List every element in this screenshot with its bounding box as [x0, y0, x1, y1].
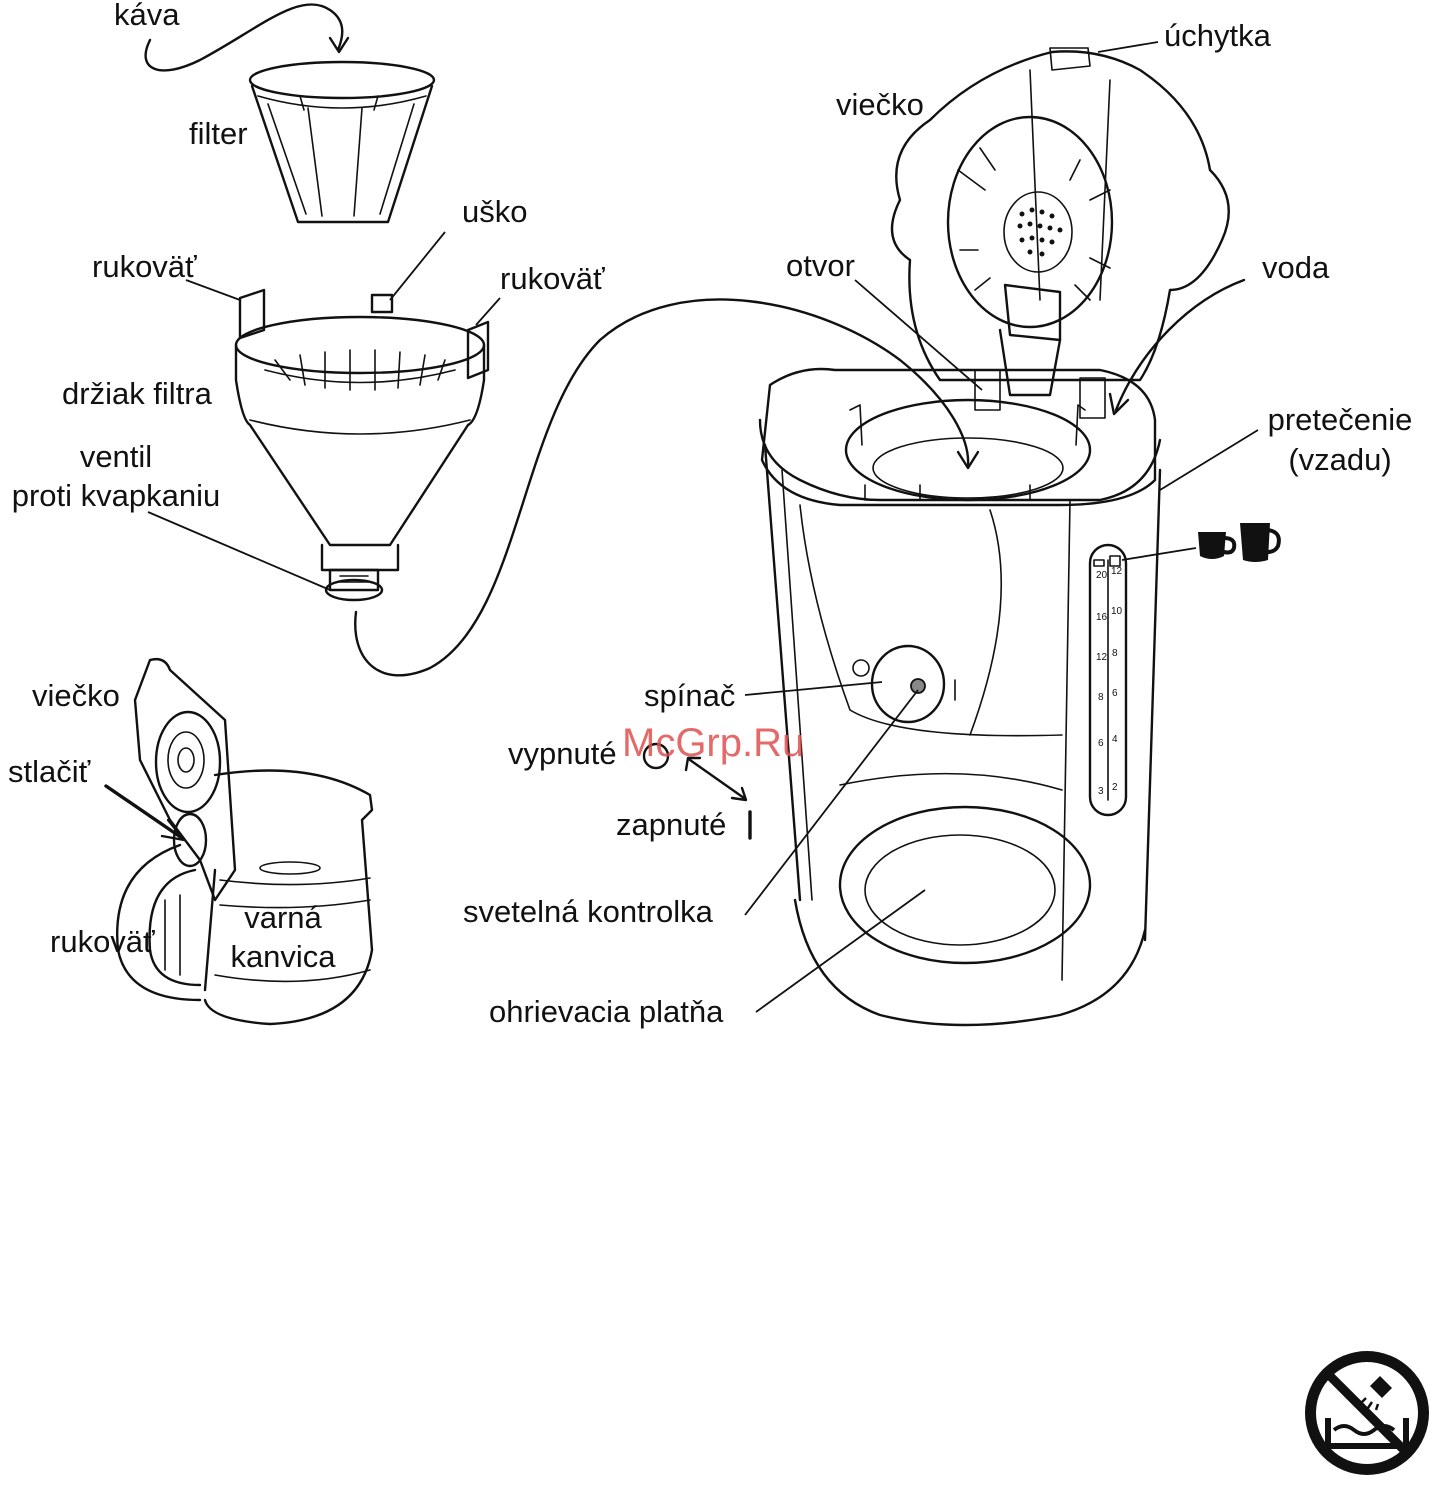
label-varna-line1: varná — [244, 900, 322, 935]
label-svetelna-kontrolka: svetelná kontrolka — [463, 894, 714, 929]
label-ventil-line2: proti kvapkaniu — [12, 478, 221, 513]
label-vypnute: vypnuté — [508, 736, 617, 771]
label-kava: káva — [114, 0, 180, 32]
label-rukovat-right: rukoväť — [500, 261, 605, 296]
label-spinac: spínač — [644, 678, 735, 713]
label-stlacit: stlačiť — [8, 754, 91, 789]
label-viecko-top: viečko — [836, 87, 924, 122]
label-drziak-filtra: držiak filtra — [62, 376, 213, 411]
scale-left-0: 20 — [1096, 570, 1108, 581]
scale-right-4: 4 — [1112, 734, 1118, 745]
small-cup-icon — [1198, 532, 1234, 559]
scale-right-5: 2 — [1112, 782, 1118, 793]
leader-lines — [148, 42, 1258, 1012]
label-pretecenie-line2: (vzadu) — [1288, 442, 1391, 477]
label-voda: voda — [1262, 250, 1330, 285]
scale-right-1: 10 — [1111, 606, 1123, 617]
label-filter: filter — [189, 116, 248, 151]
large-cup-icon — [1240, 523, 1279, 562]
scale-right-3: 6 — [1112, 688, 1118, 699]
filter-holder — [236, 290, 488, 600]
scale-right-2: 8 — [1112, 648, 1118, 659]
voda-arrow — [1116, 280, 1244, 410]
label-rukovat-jug: rukoväť — [50, 924, 155, 959]
coffee-maker — [760, 48, 1229, 1025]
scale-right-0: 12 — [1111, 566, 1123, 577]
stlacit-arrow — [106, 786, 182, 838]
scale-left-3: 8 — [1098, 692, 1104, 703]
scale-left-4: 6 — [1098, 738, 1104, 749]
filter-basket — [250, 62, 434, 222]
scale-left-5: 3 — [1098, 786, 1104, 797]
label-viecko-jug: viečko — [32, 678, 120, 713]
label-rukovat-left: rukoväť — [92, 249, 197, 284]
label-pretecenie-line1: pretečenie — [1268, 402, 1413, 437]
connector-curve — [355, 300, 968, 676]
label-ventil-line1: ventil — [80, 439, 152, 474]
label-otvor: otvor — [786, 248, 855, 283]
switch-double-arrow — [690, 760, 744, 798]
label-zapnute: zapnuté — [616, 807, 726, 842]
label-usko: uško — [462, 194, 527, 229]
shower-head-holes — [1018, 208, 1063, 257]
no-immersion-icon — [1305, 1351, 1429, 1475]
labels: káva filter uško rukoväť rukoväť držiak … — [8, 0, 1412, 1029]
scale-left-2: 12 — [1096, 652, 1108, 663]
label-ohrievacia-platna: ohrievacia platňa — [489, 994, 724, 1029]
label-uchytka: úchytka — [1164, 18, 1272, 53]
watermark: McGrp.Ru — [622, 721, 804, 765]
label-varna-line2: kanvica — [230, 939, 336, 974]
scale-left-1: 16 — [1096, 612, 1108, 623]
